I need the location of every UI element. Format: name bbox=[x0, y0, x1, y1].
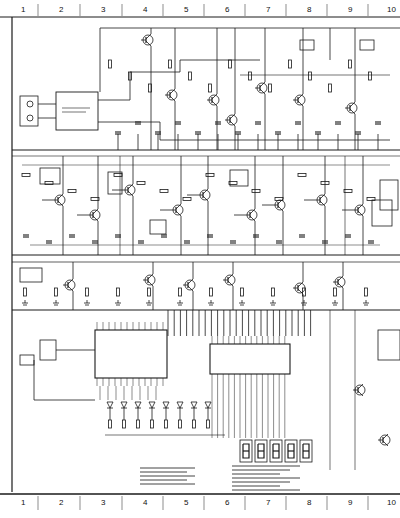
grid-number: 8 bbox=[306, 498, 312, 507]
grid-number: 5 bbox=[183, 498, 189, 507]
grid-number: 7 bbox=[265, 5, 271, 14]
grid-number: 9 bbox=[347, 498, 353, 507]
grid-number: 9 bbox=[347, 5, 353, 14]
grid-number: 10 bbox=[386, 5, 397, 14]
grid-number: 2 bbox=[58, 5, 64, 14]
grid-number: 1 bbox=[20, 5, 26, 14]
grid-number: 5 bbox=[183, 5, 189, 14]
grid-number: 10 bbox=[386, 498, 397, 507]
grid-number: 3 bbox=[100, 498, 106, 507]
grid-number: 4 bbox=[142, 5, 148, 14]
wiring bbox=[0, 4, 400, 510]
grid-number: 7 bbox=[265, 498, 271, 507]
grid-number: 8 bbox=[306, 5, 312, 14]
notes-block bbox=[140, 466, 300, 490]
grid-number: 6 bbox=[224, 498, 230, 507]
grid-number: 4 bbox=[142, 498, 148, 507]
grid-number: 1 bbox=[20, 498, 26, 507]
grid-number: 2 bbox=[58, 498, 64, 507]
grid-number: 6 bbox=[224, 5, 230, 14]
grid-number: 3 bbox=[100, 5, 106, 14]
